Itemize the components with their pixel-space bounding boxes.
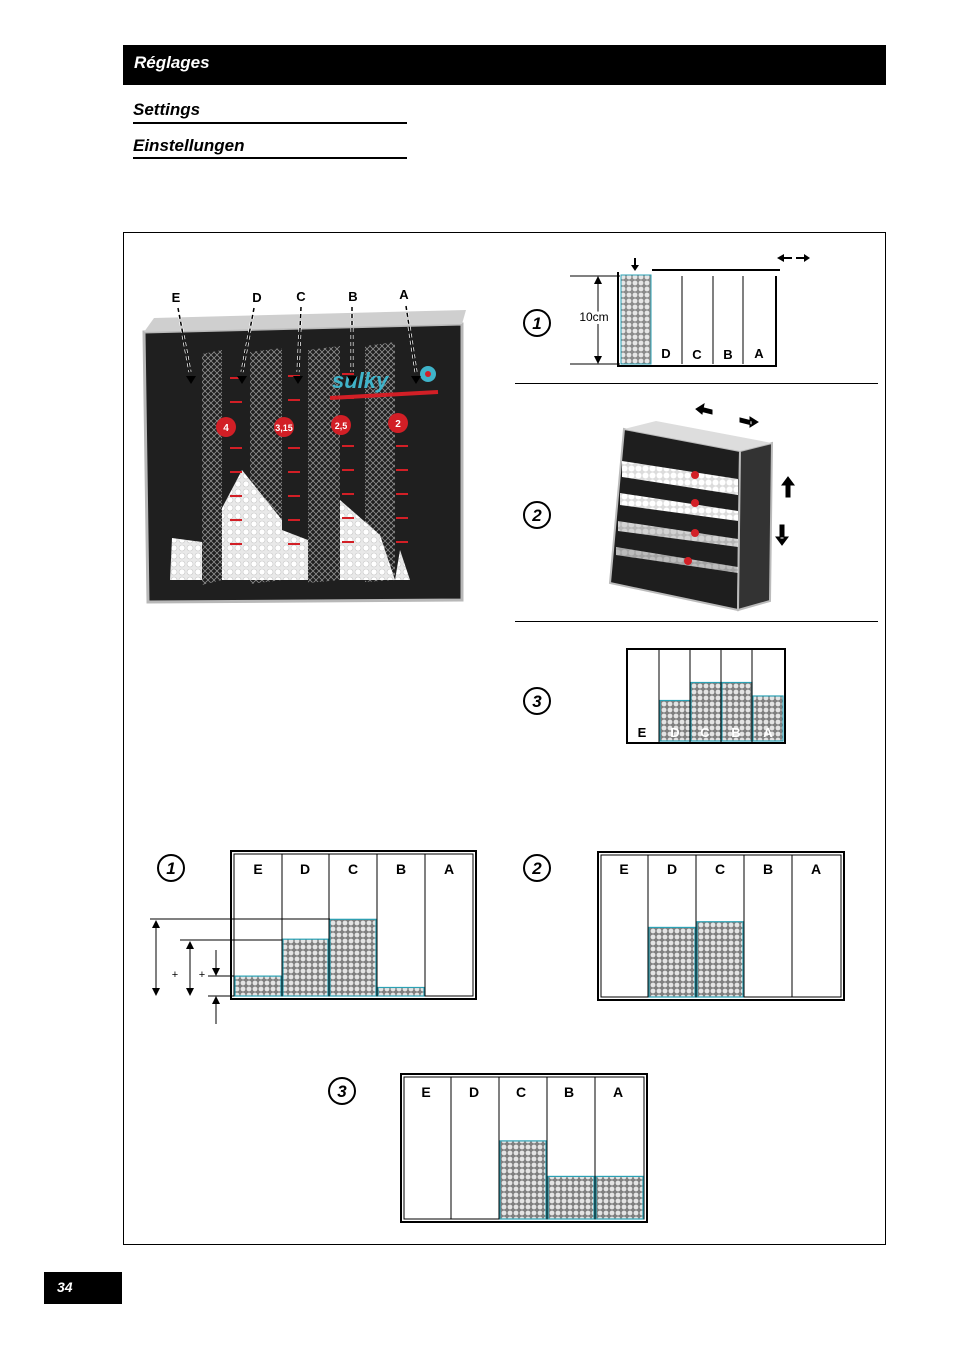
case2-fill-1 — [648, 926, 696, 998]
case2-fill-2 — [696, 921, 744, 998]
section-title: Réglages — [134, 53, 210, 72]
svg-text:1: 1 — [532, 314, 541, 333]
svg-text:3: 3 — [532, 692, 542, 711]
case3-fills — [499, 1140, 644, 1220]
subtitle-de: Einstellungen — [133, 136, 245, 155]
marker-3-15: 3,15 — [275, 423, 293, 433]
illustration-frame — [123, 232, 886, 1245]
photo-label-a: A — [399, 287, 409, 302]
case1-fill-1 — [282, 938, 329, 997]
page-number: 34 — [57, 1279, 73, 1295]
case3-col-a: A — [613, 1084, 623, 1100]
photo-label-d: D — [252, 290, 261, 305]
case2-col-a: A — [811, 861, 821, 877]
section-title-bar — [123, 45, 886, 85]
step-3-badge: 3 — [523, 687, 551, 715]
svg-text:10cm: 10cm — [579, 310, 608, 324]
photo-label-b: B — [348, 289, 357, 304]
case3-col-d: D — [469, 1084, 479, 1100]
case1-col-c: C — [348, 861, 358, 877]
photo-label-e: E — [172, 290, 181, 305]
marker-2: 2 — [395, 419, 401, 430]
test-box-photo: sulky 4 3,15 2,5 2 E D C B A — [142, 287, 466, 604]
step-3-diagram: E D C B A — [626, 648, 786, 744]
svg-text:2: 2 — [531, 859, 542, 878]
step-2-badge: 2 — [523, 501, 551, 529]
case-2-diagram: E D C B A — [597, 851, 845, 1001]
case3-fill-3 — [547, 1175, 595, 1220]
case3-col-b: B — [564, 1084, 574, 1100]
subtitle-en: Settings — [133, 100, 201, 119]
step3-col-b: B — [731, 725, 740, 740]
separator-1 — [515, 383, 878, 384]
case1-col-a: A — [444, 861, 454, 877]
separator-2 — [515, 621, 878, 622]
brand-logo: sulky — [332, 368, 390, 393]
step1-col-c: C — [692, 347, 702, 362]
case2-col-e: E — [619, 861, 628, 877]
step-1-badge: 1 — [523, 309, 551, 337]
case2-col-d: D — [667, 861, 677, 877]
marker-4: 4 — [223, 423, 229, 434]
step-1-diagram: 10cm 10cm D C B A — [570, 254, 810, 367]
case1-col-d: D — [300, 861, 310, 877]
case3-fill-4 — [595, 1175, 644, 1220]
step3-col-c: C — [700, 725, 710, 740]
case1-fill-0 — [234, 975, 282, 997]
case1-col-b: B — [396, 861, 406, 877]
step-2-illustration — [608, 402, 795, 612]
plus-sign-1: + — [172, 969, 178, 981]
case-1-diagram: E D C B A + + — [150, 850, 477, 1024]
case1-fill-3 — [377, 986, 425, 997]
case1-fills — [234, 918, 425, 997]
step1-col-d: D — [661, 346, 670, 361]
svg-text:1: 1 — [166, 859, 175, 878]
case1-fill-2 — [329, 918, 377, 997]
marker-2-5: 2,5 — [335, 421, 348, 431]
case-1-badge: 1 — [157, 854, 185, 882]
page-number-box — [44, 1272, 122, 1304]
case2-col-c: C — [715, 861, 725, 877]
case-3-diagram: E D C B A — [400, 1073, 648, 1223]
case2-fills — [648, 921, 744, 998]
step3-fill-4 — [752, 695, 784, 742]
svg-text:3: 3 — [337, 1082, 347, 1101]
height-label: 10cm — [579, 310, 608, 324]
step3-fill-2 — [690, 681, 722, 742]
step3-fill-3 — [721, 681, 753, 742]
step1-col-b: B — [723, 347, 732, 362]
case3-col-e: E — [421, 1084, 430, 1100]
step3-col-a: A — [763, 725, 773, 740]
case3-col-c: C — [516, 1084, 526, 1100]
svg-text:2: 2 — [531, 506, 542, 525]
photo-label-c: C — [296, 289, 306, 304]
case1-col-e: E — [253, 861, 262, 877]
step3-col-d: D — [670, 725, 679, 740]
step3-fill-1 — [659, 699, 691, 742]
subtitle-de-underline — [133, 157, 407, 159]
case2-col-b: B — [763, 861, 773, 877]
step1-col-a: A — [754, 346, 764, 361]
subtitle-en-underline — [133, 122, 407, 124]
case-3-badge: 3 — [328, 1077, 356, 1105]
step3-fills — [659, 681, 784, 742]
case-2-badge: 2 — [523, 854, 551, 882]
step3-col-e: E — [638, 725, 647, 740]
plus-sign-2: + — [199, 969, 205, 981]
case3-fill-2 — [499, 1140, 547, 1220]
